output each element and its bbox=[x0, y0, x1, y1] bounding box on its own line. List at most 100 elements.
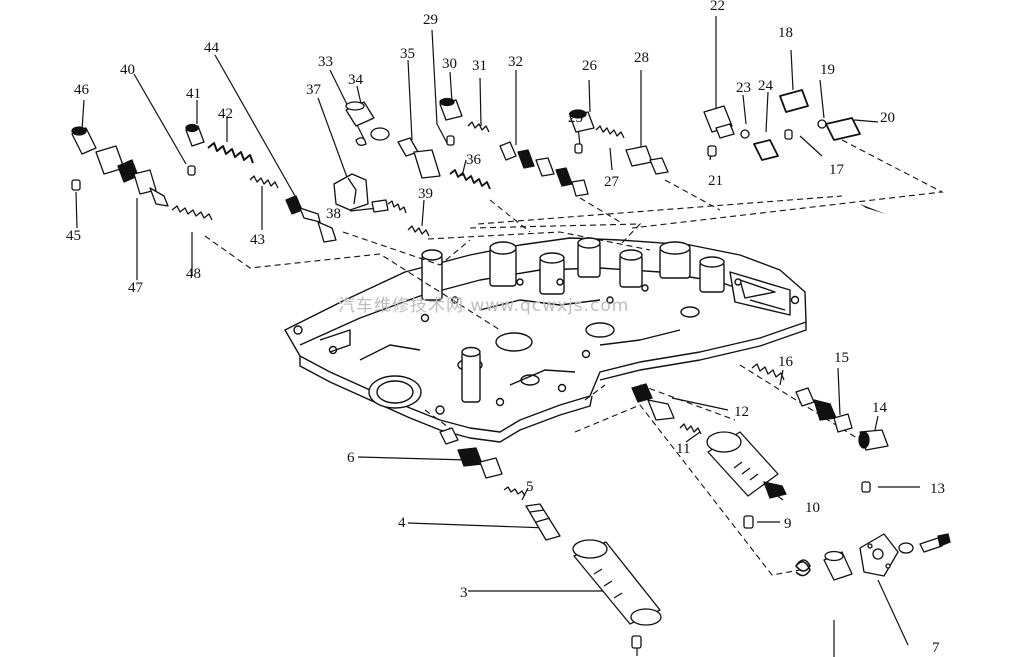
callout-37: 37 bbox=[306, 82, 322, 98]
watermark: 汽车维修技术网 www.qcwxjs.com bbox=[338, 296, 629, 316]
callout-29: 29 bbox=[423, 12, 438, 28]
callout-40: 40 bbox=[120, 62, 135, 78]
part-38-bolt bbox=[371, 199, 407, 214]
coil-spring bbox=[795, 559, 811, 577]
part-35-valve bbox=[397, 137, 441, 179]
part-24-sleeve bbox=[753, 139, 779, 161]
callout-35: 35 bbox=[400, 46, 415, 62]
callout-45: 45 bbox=[66, 228, 81, 244]
part-27-spring bbox=[595, 125, 625, 139]
part-26-plug bbox=[569, 109, 595, 133]
part-47-valve bbox=[95, 145, 169, 207]
part-3-pin bbox=[631, 635, 642, 649]
callout-41: 41 bbox=[186, 86, 201, 102]
part-22-plug bbox=[703, 105, 735, 139]
callout-48: 48 bbox=[186, 266, 201, 282]
washer bbox=[898, 542, 914, 554]
part-23-ball bbox=[740, 129, 750, 139]
part-30-plug bbox=[439, 97, 463, 121]
part-13-pin bbox=[861, 481, 871, 493]
callout-22: 22 bbox=[710, 0, 725, 14]
callout-11: 11 bbox=[676, 441, 690, 457]
callout-16: 16 bbox=[778, 354, 794, 370]
callout-26: 26 bbox=[582, 58, 598, 74]
callout-6: 6 bbox=[347, 450, 355, 466]
part-6-valve bbox=[439, 427, 503, 479]
part-37-retainer bbox=[333, 173, 369, 211]
callout-7: 7 bbox=[932, 640, 940, 656]
part-9-pin bbox=[743, 515, 754, 529]
callout-23: 23 bbox=[736, 80, 751, 96]
callout-24: 24 bbox=[758, 78, 774, 94]
part-31-spring bbox=[467, 121, 490, 133]
valve-parts bbox=[71, 89, 951, 649]
callout-34: 34 bbox=[348, 72, 364, 88]
callout-21: 21 bbox=[708, 173, 723, 189]
callout-38: 38 bbox=[326, 206, 341, 222]
arrow-icon bbox=[860, 204, 886, 214]
part-19-ball bbox=[817, 119, 827, 129]
part-12-valve bbox=[631, 383, 675, 421]
part-20-sleeve bbox=[825, 117, 861, 141]
part-16-spring bbox=[751, 363, 785, 381]
callout-28: 28 bbox=[634, 50, 649, 66]
part-45-pin bbox=[71, 179, 81, 191]
callout-13: 13 bbox=[930, 481, 945, 497]
callout-12: 12 bbox=[734, 404, 749, 420]
part-41-plug bbox=[185, 123, 205, 147]
callout-44: 44 bbox=[204, 40, 220, 56]
callout-31: 31 bbox=[472, 58, 487, 74]
part-33-clip bbox=[355, 137, 367, 146]
part-3-solenoid bbox=[572, 539, 662, 626]
callout-25: 25 bbox=[568, 110, 583, 126]
part-7-cover-plate bbox=[859, 533, 899, 577]
o-ring bbox=[370, 127, 390, 141]
callout-43: 43 bbox=[250, 232, 265, 248]
callout-19: 19 bbox=[820, 62, 835, 78]
part-5-spring bbox=[503, 486, 526, 497]
callout-10: 10 bbox=[805, 500, 820, 516]
part-10-solenoid bbox=[706, 431, 787, 499]
part-11-spring bbox=[679, 423, 702, 435]
part-25-pin bbox=[574, 143, 583, 154]
part-42-spring bbox=[207, 142, 254, 164]
part-44-valve bbox=[285, 195, 337, 243]
callout-27: 27 bbox=[604, 174, 620, 190]
callout-36: 36 bbox=[466, 152, 482, 168]
valve-body-casting bbox=[284, 237, 807, 443]
callout-3: 3 bbox=[460, 585, 468, 601]
assembly-guide-lines bbox=[204, 139, 944, 576]
part-32-valve bbox=[499, 141, 589, 197]
callout-32: 32 bbox=[508, 54, 523, 70]
callout-4: 4 bbox=[398, 515, 406, 531]
callout-42: 42 bbox=[218, 106, 233, 122]
bolt bbox=[919, 533, 951, 553]
callout-30: 30 bbox=[442, 56, 457, 72]
sleeve bbox=[823, 550, 853, 581]
part-18-valve bbox=[779, 89, 809, 113]
leader-lines bbox=[75, 16, 920, 657]
callout-5: 5 bbox=[526, 479, 534, 495]
callout-18: 18 bbox=[778, 25, 793, 41]
callout-14: 14 bbox=[872, 400, 888, 416]
callout-33: 33 bbox=[318, 54, 333, 70]
part-29-pin bbox=[446, 135, 455, 146]
part-34-sleeve bbox=[345, 101, 375, 127]
part-17-pin bbox=[784, 129, 793, 140]
callout-20: 20 bbox=[880, 110, 895, 126]
part-36-spring bbox=[449, 169, 491, 190]
callout-9: 9 bbox=[784, 516, 792, 532]
part-14-plug bbox=[858, 429, 889, 451]
callout-39: 39 bbox=[418, 186, 433, 202]
callout-17: 17 bbox=[829, 162, 845, 178]
part-43-spring bbox=[249, 175, 279, 189]
part-40-pin bbox=[187, 165, 196, 176]
callout-46: 46 bbox=[74, 82, 90, 98]
part-28-valve bbox=[625, 145, 669, 175]
part-15-valve bbox=[795, 387, 853, 433]
part-4-valve bbox=[525, 503, 561, 541]
callout-15: 15 bbox=[834, 350, 849, 366]
